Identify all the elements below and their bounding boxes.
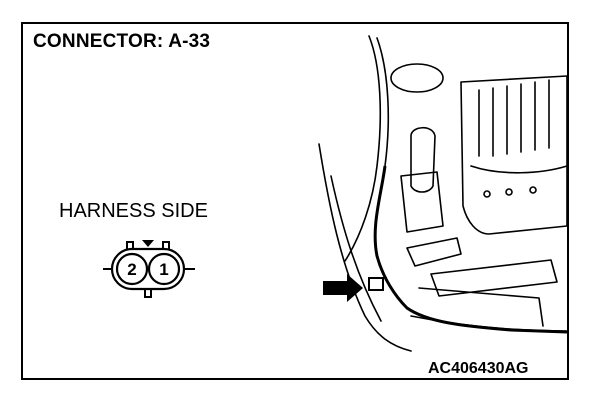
engine-bolt-2 <box>505 188 513 196</box>
lower-panel <box>418 287 544 327</box>
target-connector <box>368 277 384 291</box>
engine-bay-drawing <box>318 35 568 352</box>
engine-bolt-3 <box>529 186 537 194</box>
location-arrow <box>323 274 363 302</box>
lock-tab-triangle <box>142 240 154 247</box>
diagram-frame: CONNECTOR: A-33 HARNESS SIDE 2 1 <box>21 22 569 380</box>
hood-inner-line <box>376 37 390 167</box>
pin-2-label: 2 <box>127 260 136 279</box>
battery-box <box>400 171 444 233</box>
radiator-support <box>406 237 462 267</box>
reservoir <box>410 126 436 193</box>
figure-code: AC406430AG <box>428 360 529 377</box>
connector-title: CONNECTOR: A-33 <box>33 31 211 52</box>
pin-1-label: 1 <box>159 260 168 279</box>
engine-lower <box>470 165 568 174</box>
pin-2: 2 <box>115 252 149 286</box>
engine-bolt-1 <box>483 190 491 198</box>
bumper-line <box>330 175 382 322</box>
hood-outline <box>344 35 382 262</box>
crossmember <box>430 259 558 297</box>
engine-cover <box>460 75 568 235</box>
pin-1-cavity <box>147 252 181 286</box>
strut-tower <box>390 63 444 93</box>
fender-outline <box>318 143 412 352</box>
engine-ribs <box>478 79 550 157</box>
pin-2-cavity <box>115 252 149 286</box>
wire-harness <box>373 165 568 334</box>
connector-face-drawing: 2 1 <box>103 240 195 298</box>
harness-side-label: HARNESS SIDE <box>59 200 208 222</box>
pin-1: 1 <box>147 252 181 286</box>
